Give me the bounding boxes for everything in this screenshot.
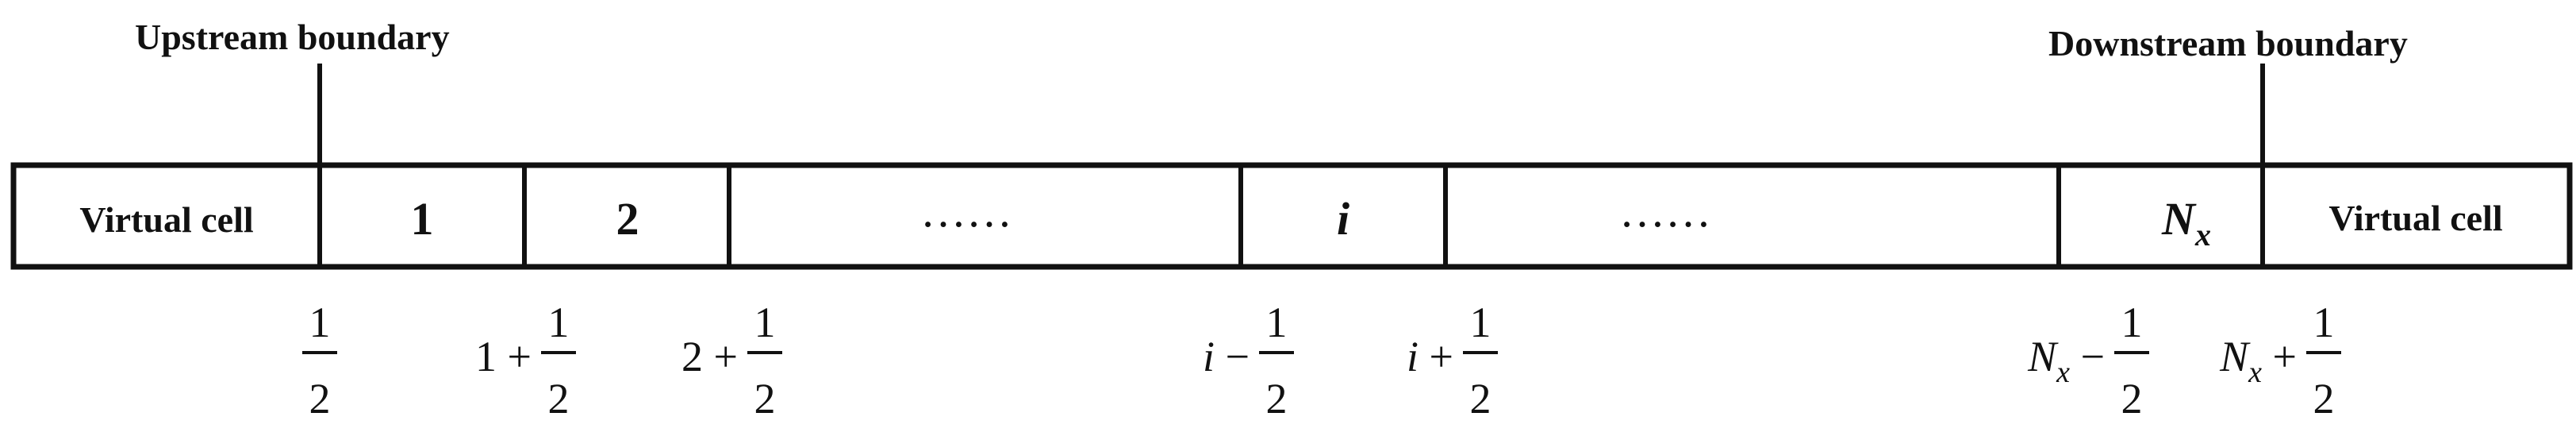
- cell-dividers: [317, 165, 2265, 267]
- face-operator: +: [1430, 333, 1453, 380]
- face-nx-plus-half: 1 2 +Nx: [2219, 299, 2341, 422]
- cell-label-1: 1: [411, 193, 434, 245]
- face-numerator: 1: [1470, 299, 1491, 346]
- face-i-plus-half: 1 2 +i: [1407, 299, 1498, 422]
- cell-label-virtual-left: Virtual cell: [79, 199, 253, 240]
- face-numerator: 1: [2313, 299, 2335, 346]
- face-numerator: 1: [1266, 299, 1288, 346]
- face-denominator: 2: [2313, 375, 2335, 422]
- face-denominator: 2: [754, 375, 776, 422]
- cell-label-2: 2: [616, 193, 639, 245]
- face-denominator: 2: [1470, 375, 1491, 422]
- cell-label-ellipsis-2: ……: [1619, 185, 1711, 237]
- face-i-minus-half: 1 2−i: [1203, 299, 1294, 422]
- face-denominator: 2: [309, 375, 331, 422]
- face-nx-minus-half: 1 2−Nx: [2027, 299, 2149, 422]
- face-denominator: 2: [2121, 375, 2143, 422]
- face-operator: +: [508, 333, 532, 380]
- face-prefix: 2: [681, 333, 703, 380]
- face-prefix: i: [1203, 333, 1215, 380]
- face-half: 12: [302, 299, 337, 422]
- face-numerator: 1: [2121, 299, 2143, 346]
- cell-label-ellipsis-1: ……: [920, 185, 1012, 237]
- face-prefix: Nx: [2027, 333, 2070, 389]
- cell-label-nx: Nx: [2161, 193, 2211, 253]
- face-operator: +: [2273, 333, 2297, 380]
- face-denominator: 2: [1266, 375, 1288, 422]
- cell-labels: Virtual cell 1 2 …… i …… Nx Virtual cell: [79, 185, 2502, 253]
- face-numerator: 1: [548, 299, 570, 346]
- face-operator: −: [1226, 333, 1250, 380]
- face-numerator: 1: [754, 299, 776, 346]
- cell-label-virtual-right: Virtual cell: [2328, 198, 2502, 238]
- face-denominator: 2: [548, 375, 570, 422]
- face-prefix: 1: [475, 333, 497, 380]
- face-prefix: i: [1407, 333, 1419, 380]
- face-1-plus-half: 1 2 +1: [475, 299, 576, 422]
- cell-strip-outline: [10, 162, 2573, 270]
- face-numerator: 1: [309, 299, 331, 346]
- face-operator: +: [714, 333, 738, 380]
- upstream-boundary-label: Upstream boundary: [135, 17, 450, 57]
- face-prefix: Nx: [2219, 333, 2262, 389]
- face-operator: −: [2081, 333, 2105, 380]
- downstream-boundary-label: Downstream boundary: [2048, 23, 2408, 64]
- cell-label-i: i: [1337, 193, 1349, 245]
- face-2-plus-half: 12+2: [681, 299, 782, 422]
